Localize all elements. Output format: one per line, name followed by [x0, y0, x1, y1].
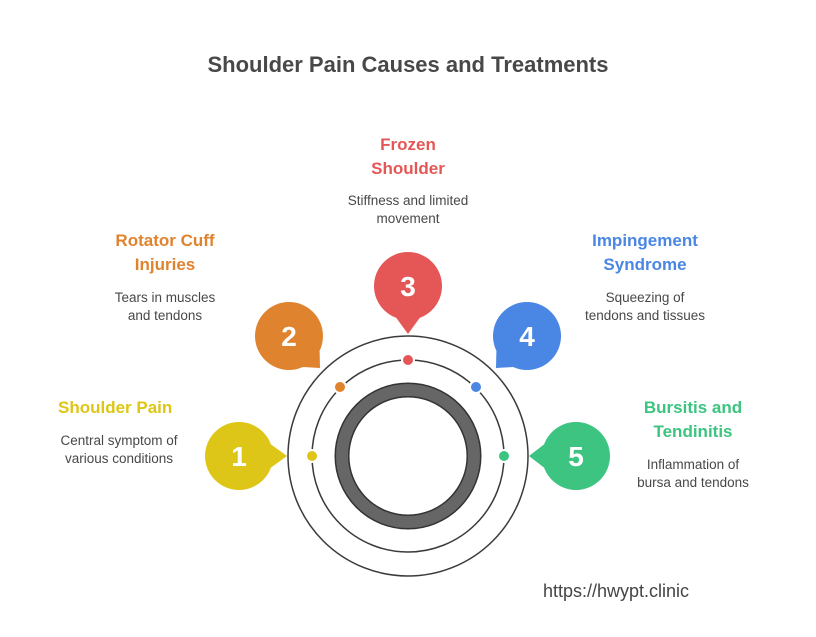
- ring-dot-5: [499, 451, 509, 461]
- diagram-title: Shoulder Pain Causes and Treatments: [207, 52, 609, 77]
- bubble-pointer-5: [529, 444, 545, 468]
- bubble-number-3: 3: [400, 271, 416, 302]
- number-bubble-4: [493, 302, 561, 370]
- bubble-pointer-1: [270, 444, 287, 468]
- ring-dot-2: [335, 382, 345, 392]
- number-bubble-3: [374, 252, 442, 320]
- number-bubble-2: [255, 302, 323, 370]
- bubble-pointer-3: [396, 317, 420, 334]
- ring-dot-3: [403, 355, 413, 365]
- number-bubble-1: [205, 422, 273, 490]
- center-ring-fill: [336, 384, 480, 528]
- number-bubble-5: [542, 422, 610, 490]
- bubble-number-1: 1: [231, 441, 247, 472]
- bubble-number-5: 5: [568, 441, 584, 472]
- item-title-1: Shoulder Pain: [58, 398, 173, 417]
- ring-dot-1: [307, 451, 317, 461]
- bubble-number-2: 2: [281, 321, 297, 352]
- ring-dot-4: [471, 382, 481, 392]
- footer-url[interactable]: https://hwypt.clinic: [543, 581, 690, 601]
- outer-ring: [287, 335, 529, 577]
- bubble-number-4: 4: [519, 321, 535, 352]
